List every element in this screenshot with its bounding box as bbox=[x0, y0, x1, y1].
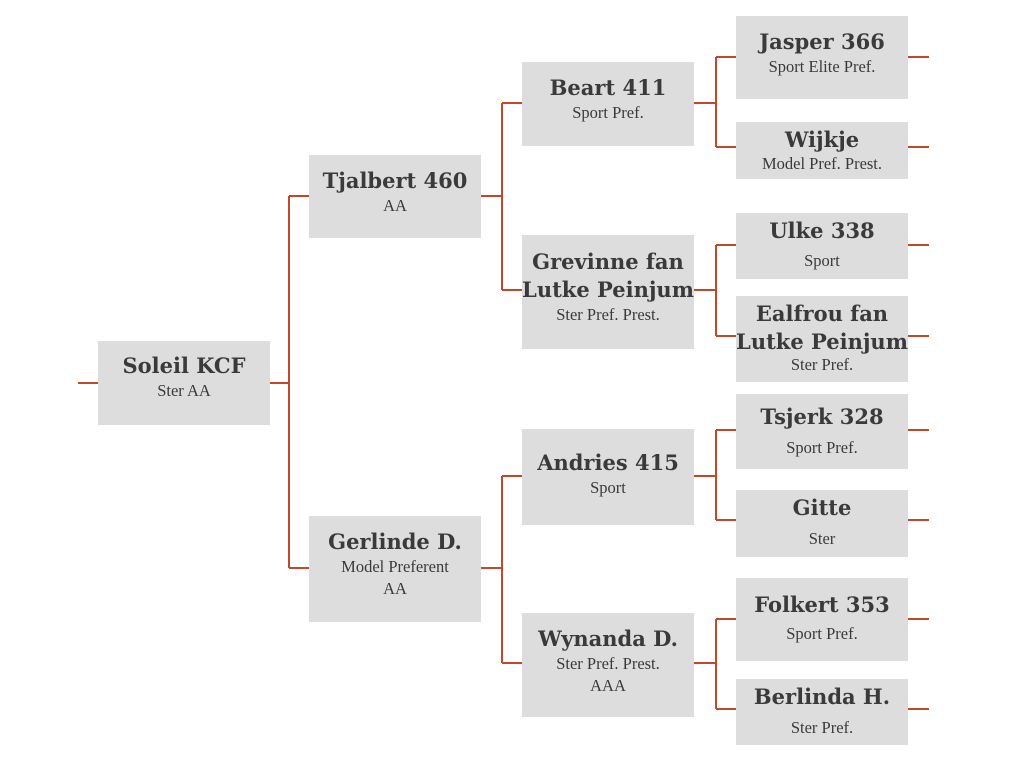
node-dam-sire: Andries 415 Sport bbox=[522, 429, 694, 525]
node-sire-sire: Beart 411 Sport Pref. bbox=[522, 62, 694, 146]
node-ss-dam: Wijkje Model Pref. Prest. bbox=[736, 122, 908, 179]
node-sd-dam: Ealfrou fan Lutke Peinjum Ster Pref. bbox=[736, 296, 908, 382]
node-subject: Soleil KCF Ster AA bbox=[98, 341, 270, 425]
node-title: Sport bbox=[804, 251, 840, 270]
node-title: Ster Pref. Prest. bbox=[556, 305, 660, 324]
node-name: Ealfrou fan Lutke Peinjum bbox=[736, 301, 908, 354]
node-title: Ster Pref. bbox=[790, 718, 854, 737]
node-title: Ster Pref. Prest. AAA bbox=[556, 654, 660, 695]
node-name: Berlinda H. bbox=[753, 684, 891, 709]
node-title: Sport bbox=[590, 478, 626, 497]
node-title: Sport Pref. bbox=[572, 103, 644, 122]
node-ss-sire: Jasper 366 Sport Elite Pref. bbox=[736, 16, 908, 99]
node-name: Tsjerk 328 bbox=[760, 404, 884, 429]
node-title: Ster AA bbox=[157, 381, 211, 400]
node-name: Beart 411 bbox=[549, 75, 667, 100]
node-name: Grevinne fan Lutke Peinjum bbox=[522, 249, 694, 302]
node-title: Sport Pref. bbox=[786, 624, 858, 643]
node-sire-dam: Grevinne fan Lutke Peinjum Ster Pref. Pr… bbox=[522, 235, 694, 349]
node-title: AA bbox=[383, 196, 407, 215]
node-sire: Tjalbert 460 AA bbox=[309, 155, 481, 238]
node-title: Ster bbox=[808, 529, 836, 548]
node-title: Sport Elite Pref. bbox=[768, 57, 876, 76]
node-dd-dam: Berlinda H. Ster Pref. bbox=[736, 679, 908, 745]
node-name: Soleil KCF bbox=[122, 353, 246, 378]
node-title: Sport Pref. bbox=[786, 438, 858, 457]
node-name: Jasper 366 bbox=[759, 29, 885, 54]
node-title: Model Preferent AA bbox=[341, 557, 449, 598]
node-dam: Gerlinde D. Model Preferent AA bbox=[309, 516, 481, 622]
node-name: Ulke 338 bbox=[769, 218, 875, 243]
node-sd-sire: Ulke 338 Sport bbox=[736, 213, 908, 279]
node-name: Gerlinde D. bbox=[328, 529, 462, 554]
node-name: Folkert 353 bbox=[754, 592, 890, 617]
node-name: Tjalbert 460 bbox=[322, 168, 468, 193]
node-title: Model Pref. Prest. bbox=[761, 154, 883, 173]
node-name: Wynanda D. bbox=[538, 626, 678, 651]
node-dd-sire: Folkert 353 Sport Pref. bbox=[736, 578, 908, 661]
node-dam-dam: Wynanda D. Ster Pref. Prest. AAA bbox=[522, 613, 694, 717]
node-name: Andries 415 bbox=[537, 450, 679, 475]
node-name: Gitte bbox=[792, 495, 852, 520]
node-title: Ster Pref. bbox=[790, 355, 854, 374]
node-ds-dam: Gitte Ster bbox=[736, 490, 908, 557]
node-ds-sire: Tsjerk 328 Sport Pref. bbox=[736, 394, 908, 469]
node-name: Wijkje bbox=[784, 127, 860, 152]
